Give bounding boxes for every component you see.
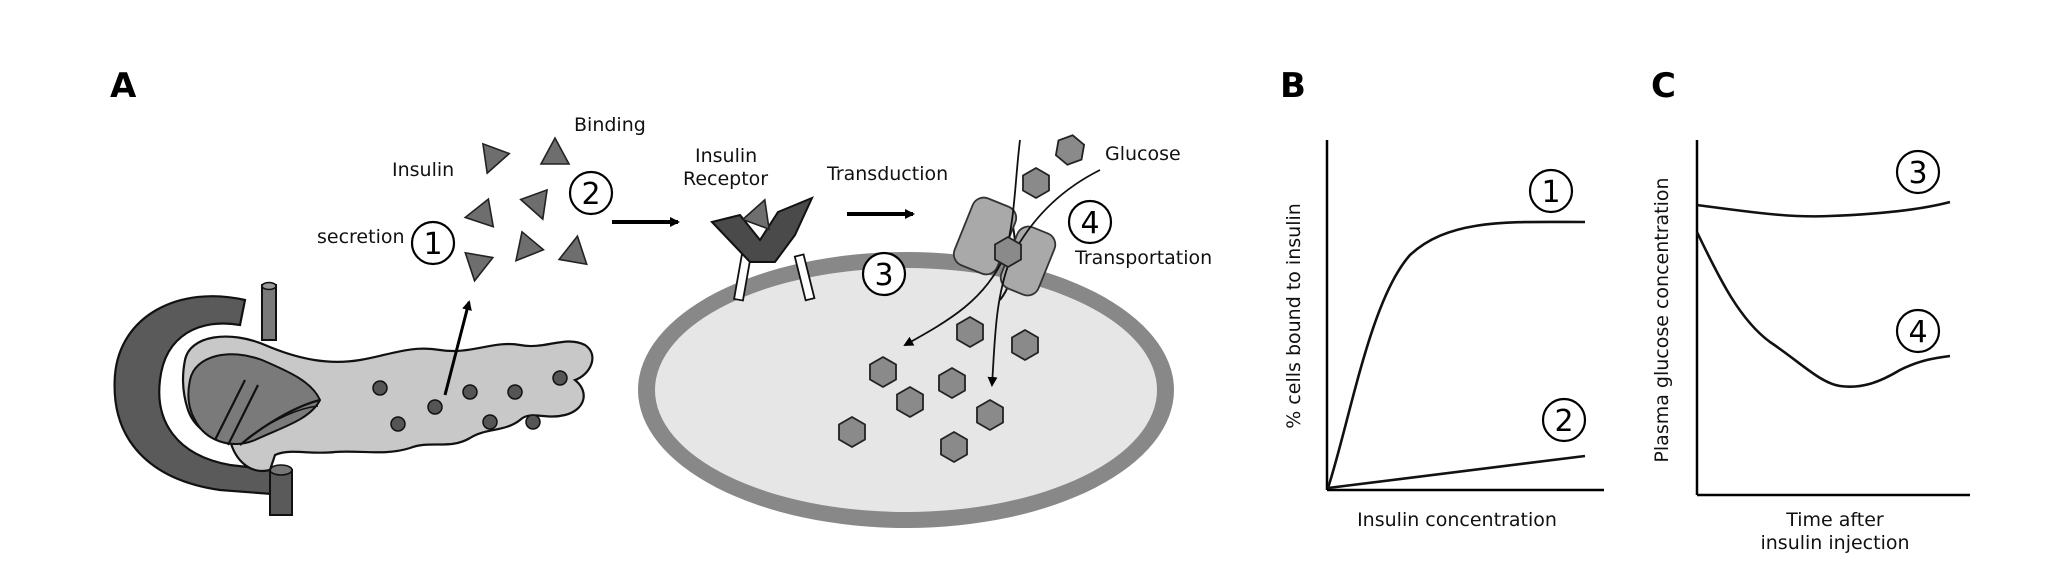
svg-text:4: 4 [1908,315,1927,350]
panel-c-curve-4 [1695,231,1951,388]
panel-c-curve-4-marker: 4 [1895,308,1941,354]
panel-b-curve-1 [1326,220,1586,489]
svg-text:1: 1 [423,227,442,262]
panel-a: A [110,66,1212,528]
insulin-receptor [710,194,816,302]
insulin-molecules [459,137,593,285]
glucose-label: Glucose [1105,143,1181,165]
svg-text:3: 3 [874,258,893,293]
svg-text:2: 2 [1554,404,1573,439]
panel-letter-b: B [1280,66,1306,106]
panel-c-x-label-line2: insulin injection [1760,532,1909,554]
transportation-label: Transportation [1074,247,1212,269]
insulin-label: Insulin [392,159,454,181]
secretion-label: secretion [317,226,405,248]
step-2-marker: 2 [568,170,614,216]
panel-c-curve-3 [1696,200,1951,218]
binding-label: Binding [574,114,646,136]
panel-c-curve-3-marker: 3 [1895,149,1941,195]
insulin-receptor-label-line2: Receptor [683,168,768,190]
panel-letter-a: A [110,66,137,106]
step-4-marker: 4 [1067,199,1113,245]
panel-b-curve-1-marker: 1 [1528,168,1574,214]
panel-b-y-label: % cells bound to insulin [1283,203,1305,429]
insulin-receptor-label-line1: Insulin [695,145,757,167]
panel-c-x-label-line1: Time after [1785,509,1884,531]
step-1-marker: 1 [410,220,456,266]
svg-text:3: 3 [1908,156,1927,191]
svg-text:2: 2 [581,177,600,212]
panel-b-curve-2 [1327,454,1586,490]
step-3-marker: 3 [861,251,907,297]
panel-b: B 1 2 Insulin concentration % cells boun… [1280,66,1604,531]
transduction-label: Transduction [826,163,948,185]
panel-b-curve-2-marker: 2 [1541,397,1587,443]
svg-text:4: 4 [1080,206,1099,241]
pancreas-illustration [113,281,594,516]
panel-c-y-label: Plasma glucose concentration [1651,177,1673,462]
svg-text:1: 1 [1541,175,1560,210]
panel-c: C 3 4 Time after insulin injection Plasm… [1651,66,1970,554]
panel-b-x-label: Insulin concentration [1357,509,1557,531]
panel-letter-c: C [1651,66,1676,106]
